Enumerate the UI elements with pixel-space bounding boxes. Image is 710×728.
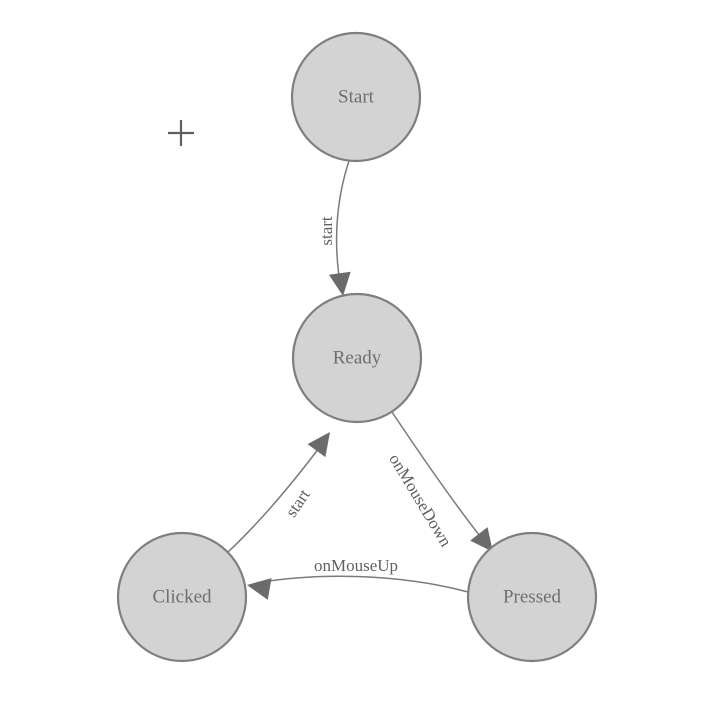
node-circle-ready[interactable] bbox=[291, 292, 423, 424]
node-label-start: Start bbox=[338, 86, 375, 107]
edge-line-start-to-ready bbox=[335, 160, 350, 289]
arrowhead-pressed-to-clicked bbox=[247, 578, 272, 600]
node-label-pressed: Pressed bbox=[503, 586, 562, 607]
edge-label-start-to-ready: start bbox=[317, 216, 336, 246]
edge-ready-to-pressed[interactable]: onMouseDown bbox=[385, 411, 493, 552]
node-circle-clicked[interactable] bbox=[116, 531, 248, 663]
arrowhead-clicked-to-ready bbox=[307, 432, 330, 458]
edge-line-clicked-to-ready bbox=[227, 439, 326, 553]
markers-layer bbox=[168, 120, 194, 146]
node-clicked[interactable]: Clicked bbox=[116, 531, 248, 663]
edge-pressed-to-clicked[interactable]: onMouseUp bbox=[247, 556, 469, 600]
edge-start-to-ready[interactable]: start bbox=[317, 160, 351, 296]
crosshair-marker[interactable] bbox=[168, 120, 194, 146]
node-pressed[interactable]: Pressed bbox=[466, 531, 598, 663]
edge-label-ready-to-pressed: onMouseDown bbox=[385, 450, 456, 550]
edge-line-pressed-to-clicked bbox=[255, 575, 469, 593]
arrowhead-ready-to-pressed bbox=[470, 527, 493, 552]
edge-line-ready-to-pressed bbox=[391, 411, 488, 546]
node-circle-pressed[interactable] bbox=[466, 531, 598, 663]
node-label-clicked: Clicked bbox=[152, 586, 212, 607]
node-start[interactable]: Start bbox=[290, 31, 422, 163]
node-circle-start[interactable] bbox=[290, 31, 422, 163]
edge-label-clicked-to-ready: start bbox=[282, 485, 314, 520]
edge-label-pressed-to-clicked: onMouseUp bbox=[314, 556, 398, 575]
node-label-ready: Ready bbox=[333, 347, 382, 368]
edge-clicked-to-ready[interactable]: start bbox=[227, 432, 330, 553]
arrowhead-start-to-ready bbox=[328, 271, 351, 296]
node-ready[interactable]: Ready bbox=[291, 292, 423, 424]
